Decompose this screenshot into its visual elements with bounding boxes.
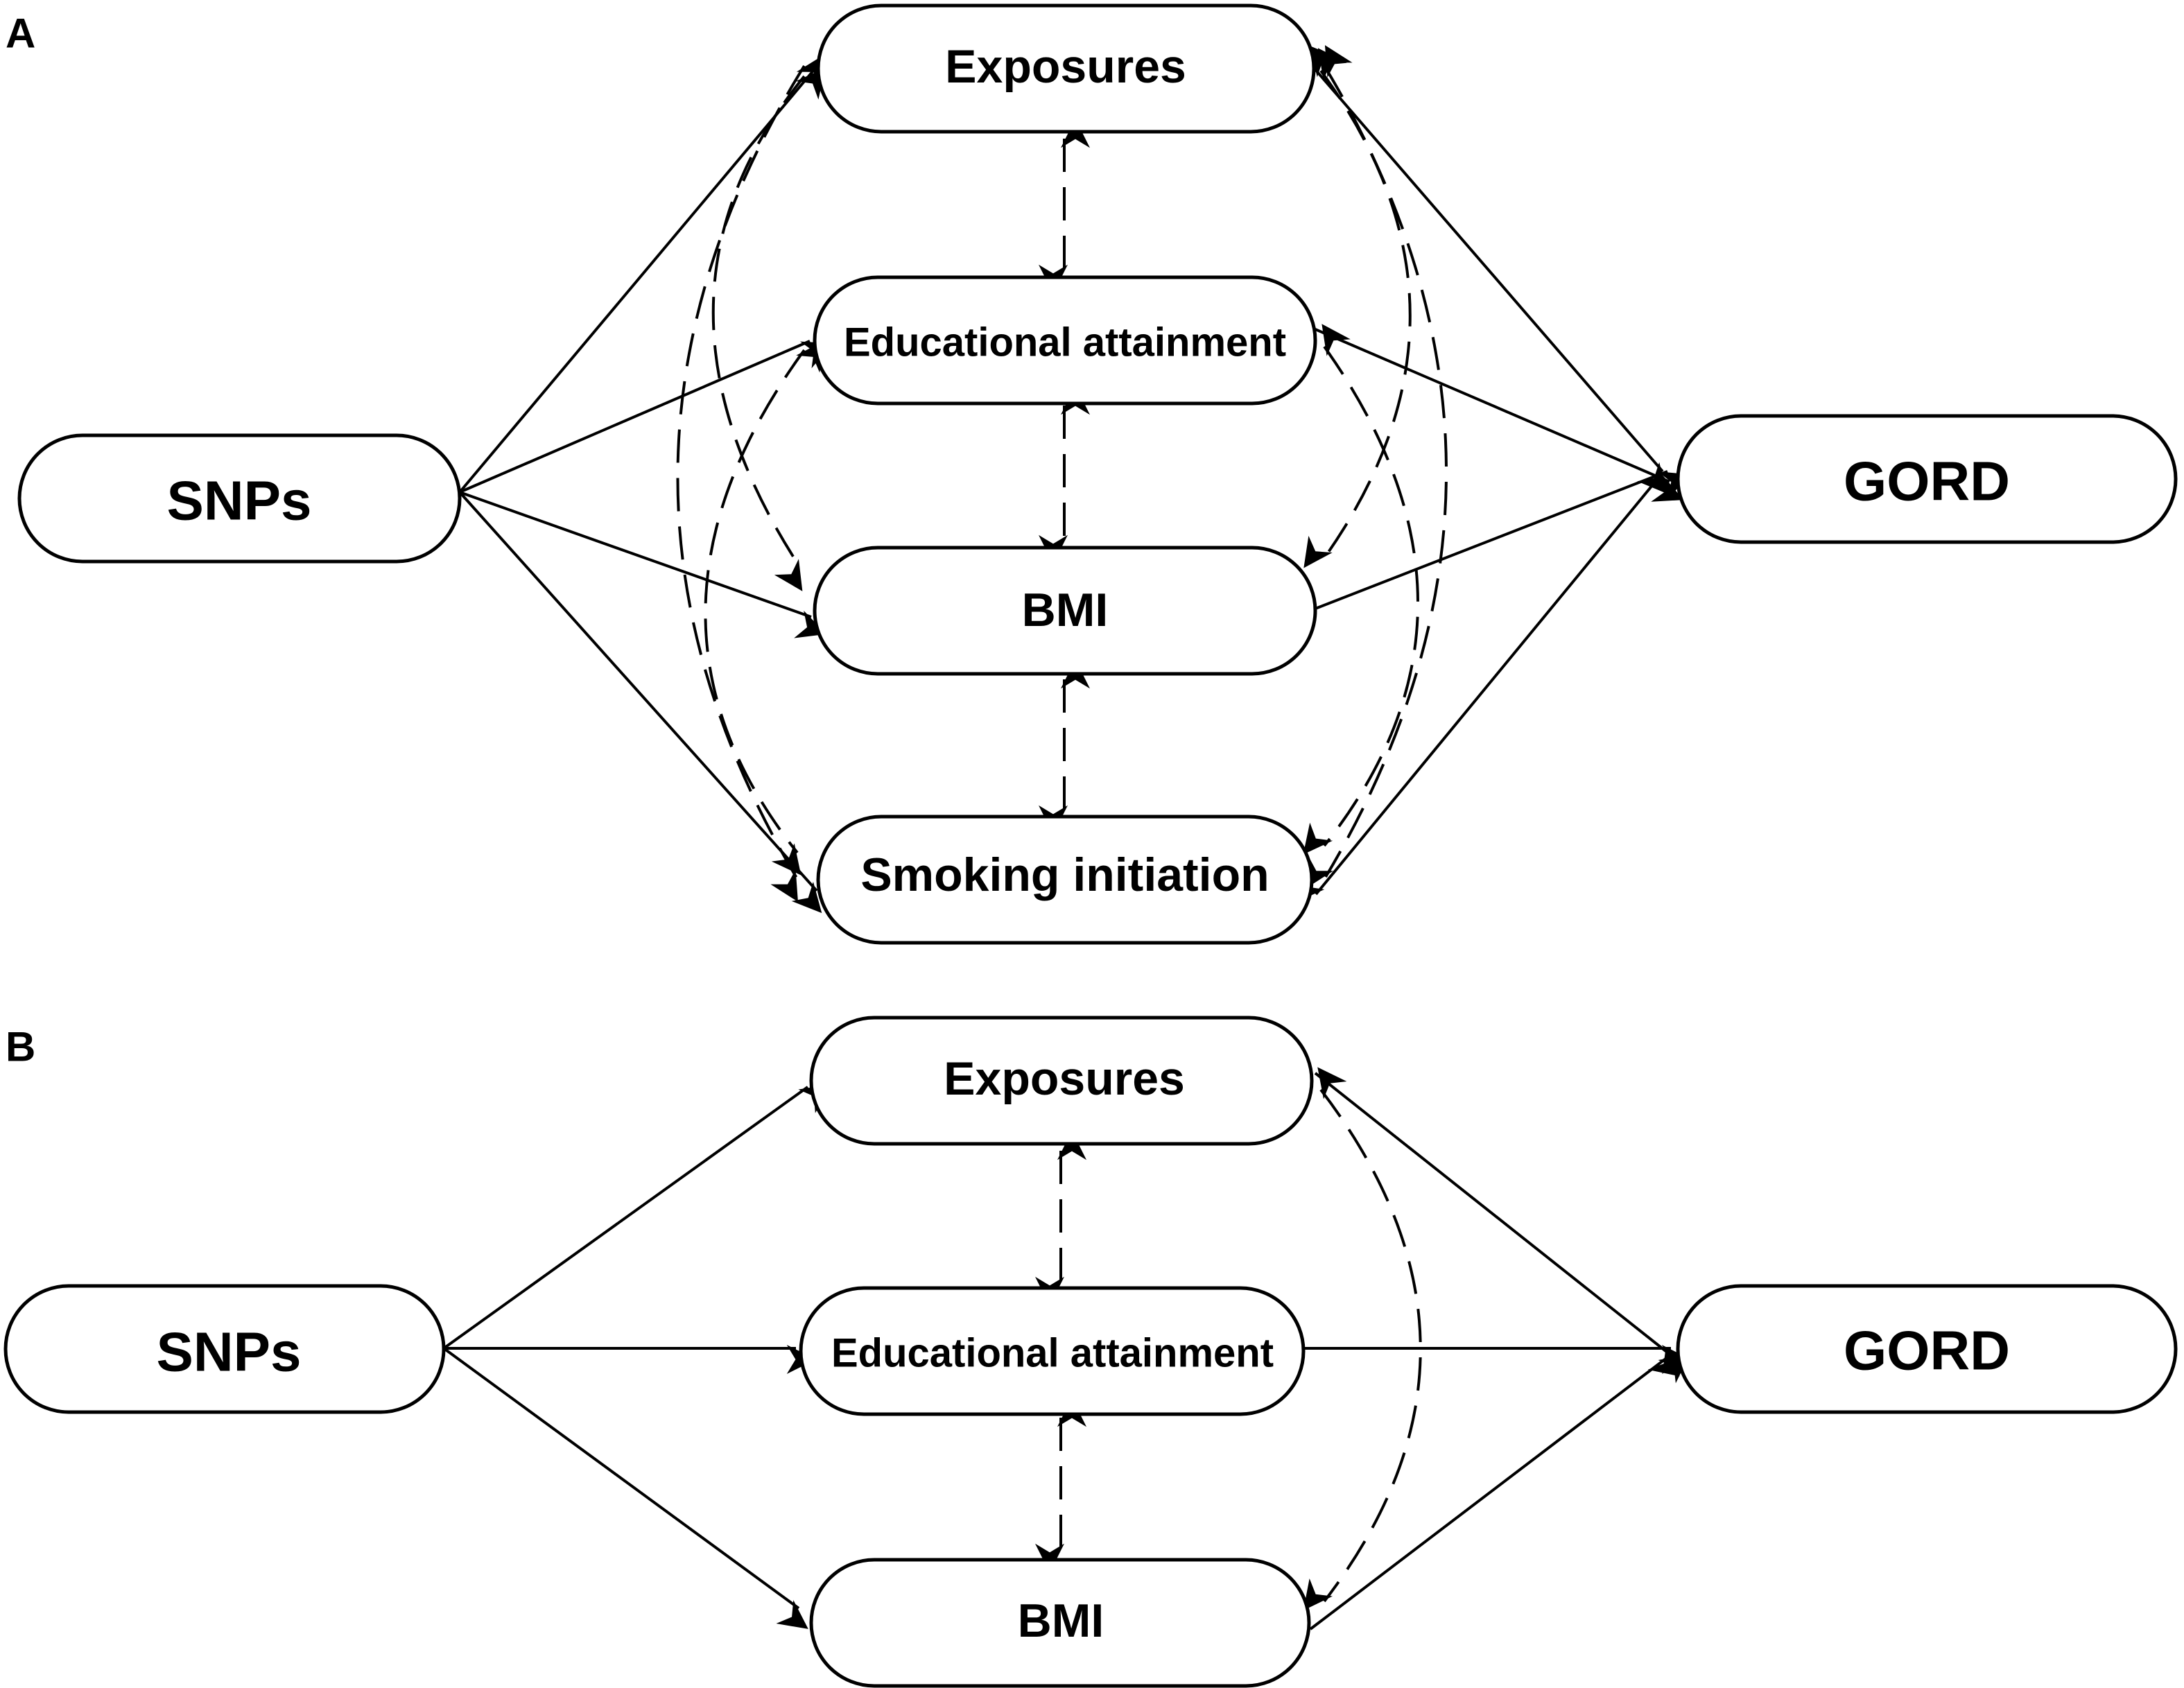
node-b-snps-label: SNPs — [157, 1321, 302, 1383]
arrow-gord-to-smoking-initiation — [1294, 471, 1664, 903]
arrow-bmi-to-gord — [1315, 470, 1690, 610]
panel-b-label: B — [6, 1024, 35, 1070]
node-b-gord: GORD — [1676, 1284, 2178, 1414]
arrow-educational-attainment-to-gord — [1315, 328, 1684, 502]
node-exposures: Exposures — [816, 3, 1316, 134]
arrow-snps-to-exposures — [458, 58, 838, 494]
arrow-b-exposures-to-gord — [1314, 1072, 1680, 1377]
dashed-curve-exposures-bmi-right — [1303, 48, 1412, 568]
node-smoking-initiation: Smoking initiation — [816, 815, 1314, 945]
dashed-curve-educational-attainment-smoking-right — [1303, 324, 1419, 855]
node-b-snps: SNPs — [3, 1284, 446, 1414]
node-bmi-label: BMI — [1022, 584, 1109, 636]
arrow-b-snps-to-bmi — [442, 1347, 808, 1629]
panel-b-gord-arrows — [1303, 1072, 1691, 1630]
arrow-b-bmi-to-gord — [1309, 1354, 1690, 1630]
panel-a-right-dashed-curves — [1303, 45, 1448, 889]
node-b-bmi-label: BMI — [1018, 1594, 1104, 1647]
node-snps: SNPs — [17, 433, 462, 564]
arrow-b-snps-to-exposures — [442, 1084, 831, 1350]
node-smoking-initiation-label: Smoking initiation — [860, 849, 1269, 901]
dashed-curve-b-exposures-bmi — [1303, 1067, 1422, 1611]
arrow-snps-to-educational-attainment — [459, 340, 833, 494]
panel-b-snp-arrows — [442, 1084, 831, 1629]
node-gord-label: GORD — [1844, 451, 2010, 512]
dashed-curve-educational-attainment-smoking — [704, 340, 825, 876]
panel-b: B SNPs GORD Exp — [3, 1016, 2178, 1688]
panel-a: A — [6, 3, 2178, 945]
node-b-bmi: BMI — [809, 1558, 1311, 1688]
node-bmi: BMI — [813, 546, 1317, 676]
arrow-snps-to-bmi — [459, 491, 826, 638]
arrow-snps-to-smoking-initiation — [458, 491, 822, 914]
node-gord: GORD — [1676, 414, 2178, 544]
node-educational-attainment-label: Educational attainment — [844, 320, 1286, 365]
node-b-educational-attainment: Educational attainment — [799, 1286, 1306, 1416]
node-snps-label: SNPs — [167, 470, 312, 532]
panel-a-left-dashed-curves — [676, 54, 826, 902]
panel-a-label: A — [6, 10, 35, 57]
node-b-gord-label: GORD — [1844, 1320, 2010, 1382]
dashed-curve-exposures-bmi — [711, 67, 826, 591]
node-educational-attainment: Educational attainment — [813, 275, 1317, 406]
dashed-curve-exposures-smoking-right — [1306, 45, 1448, 889]
panel-a-snp-arrows — [458, 58, 838, 914]
node-b-exposures-label: Exposures — [944, 1052, 1185, 1105]
node-b-educational-attainment-label: Educational attainment — [831, 1331, 1274, 1376]
panel-a-gord-arrows — [1294, 45, 1690, 903]
node-b-exposures: Exposures — [809, 1016, 1314, 1146]
arrow-exposures-gord — [1309, 45, 1667, 494]
node-exposures-label: Exposures — [945, 40, 1186, 93]
